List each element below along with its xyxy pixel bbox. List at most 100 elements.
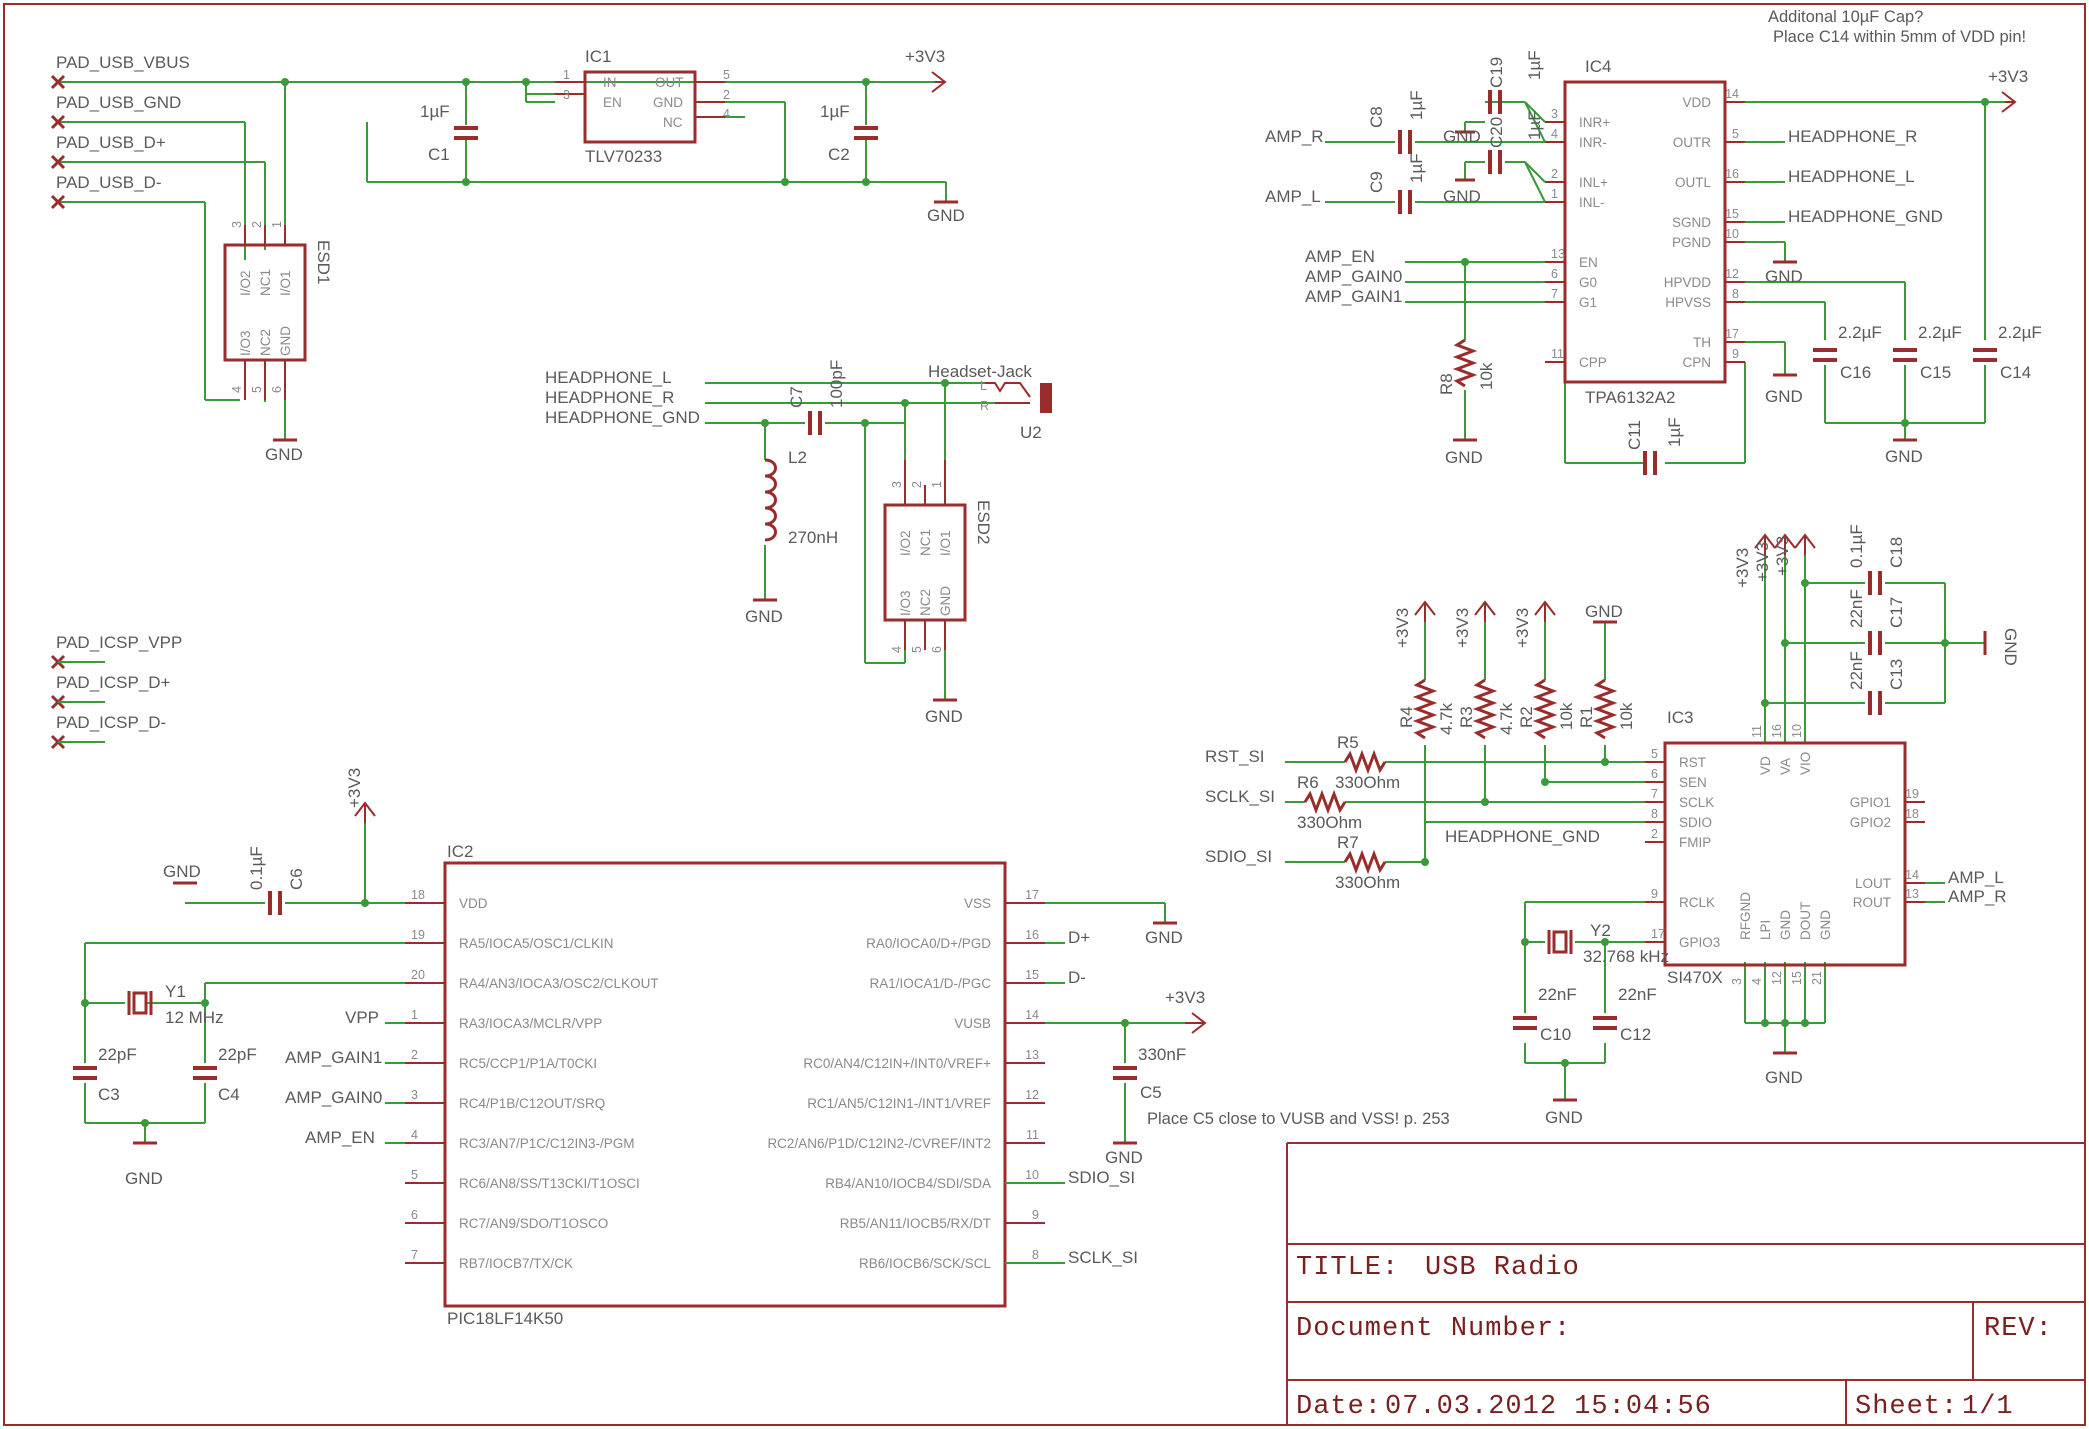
esd1-pin-gnd: GND [278, 326, 293, 356]
c6-symbol [268, 891, 282, 915]
ic4-left-pin-1-number: 4 [1551, 127, 1558, 141]
ic3-top-pin-0-label: VD [1758, 756, 1773, 775]
ic3-left-pin-2-number: 7 [1651, 787, 1658, 801]
c19-name: C19 [1487, 57, 1506, 88]
ic3-name: IC3 [1667, 708, 1693, 727]
ic4-name: IC4 [1585, 57, 1611, 76]
ic3-bottom-pin-4-number: 21 [1810, 971, 1824, 985]
net-sclk-si: SCLK_SI [1205, 787, 1275, 806]
c1-name: C1 [428, 145, 450, 164]
c14-name: C14 [2000, 363, 2031, 382]
ic4-left-pin-0-label: INR+ [1579, 115, 1610, 130]
ic3-bottom-pin-2-label: GND [1778, 910, 1793, 940]
v33-label-vusb: +3V3 [1165, 988, 1205, 1007]
net-dminus: D- [1068, 968, 1086, 987]
ic2-left-pin-1-number: 19 [411, 928, 425, 942]
esd2-symbol: I/O2 NC1 I/O1 I/O3 NC2 GND 3 2 1 4 5 6 E… [883, 460, 993, 653]
net-amp-r-si: AMP_R [1948, 887, 2007, 906]
ic4-left-pin-5-number: 6 [1551, 267, 1558, 281]
ic3-left-pin-3-number: 8 [1651, 807, 1658, 821]
l2-symbol [764, 458, 777, 542]
ic3-bottom-pin-1-label: LPI [1758, 920, 1773, 940]
esd2-num-4: 4 [890, 646, 904, 653]
gnd-label-c15: GND [1885, 447, 1923, 466]
sheet-label: Sheet: [1855, 1392, 1958, 1422]
ic4-left-pin-6-number: 7 [1551, 287, 1558, 301]
ic1-num-1: 1 [563, 68, 570, 82]
r8-symbol [1452, 338, 1478, 388]
r5-name: R5 [1337, 733, 1359, 752]
ic1-pin-nc: NC [663, 115, 683, 130]
r8-value: 10k [1477, 362, 1496, 390]
pad-icsp-dminus: PAD_ICSP_D- [56, 713, 166, 732]
ic2-right-pin-1-label: RA0/IOCA0/D+/PGD [866, 936, 991, 951]
l2-value: 270nH [788, 528, 838, 547]
esd2-num-6: 6 [930, 646, 944, 653]
esd1-name: ESD1 [314, 240, 333, 284]
ic3-pins: RST5SEN6SCLK7SDIO8FMIP2RCLK9GPIO317GPIO1… [1645, 724, 1925, 985]
ic2-right-pin-5-label: RC1/AN5/C12IN1-/INT1/VREF [807, 1096, 991, 1111]
c11-name: C11 [1625, 420, 1644, 450]
ic3-left-pin-5-label: RCLK [1679, 895, 1715, 910]
ic4-right-pin-4-number: 10 [1725, 227, 1739, 241]
c7-symbol [808, 411, 822, 435]
ic4-right-pin-7-number: 17 [1725, 327, 1739, 341]
ic2-value: PIC18LF14K50 [447, 1309, 563, 1328]
net-amp-gain0-pic: AMP_GAIN0 [285, 1088, 382, 1107]
sheet-value: 1/1 [1962, 1392, 2014, 1422]
ic1-num-3: 3 [563, 88, 570, 102]
ic2-right-pin-6-number: 11 [1026, 1128, 1039, 1142]
ic2-left-pin-6-label: RC3/AN7/P1C/C12IN3-/PGM [459, 1136, 635, 1151]
l2-name: L2 [788, 448, 807, 467]
ic2-left-pin-3-label: RA3/IOCA3/MCLR/VPP [459, 1016, 602, 1031]
pad-usb-dminus: PAD_USB_D- [56, 173, 162, 192]
ic4-left-pin-2-number: 2 [1551, 167, 1558, 181]
v33-label-tpa: +3V3 [1988, 67, 2028, 86]
c20-name: C20 [1487, 117, 1506, 148]
c3-value: 22pF [98, 1045, 137, 1064]
ic1-num-4: 4 [723, 107, 730, 121]
ic3-bottom-pin-3-label: DOUT [1798, 902, 1813, 940]
c15-name: C15 [1920, 363, 1951, 382]
c16-value: 2.2µF [1838, 323, 1882, 342]
ic3-bottom-pin-0-number: 3 [1730, 978, 1744, 985]
title-value: USB Radio [1425, 1253, 1580, 1283]
r7-name: R7 [1337, 833, 1359, 852]
ic2-left-pin-5-label: RC4/P1B/C12OUT/SRQ [459, 1096, 605, 1111]
v33-label-va: +3V3 [1753, 542, 1772, 582]
gnd-label-c20: GND [1443, 187, 1481, 206]
ic3-left-pin-4-number: 2 [1651, 827, 1658, 841]
ic3-top-pin-1-label: VA [1778, 758, 1793, 775]
ic4-right-pin-6-label: HPVSS [1665, 295, 1711, 310]
ic2-left-pin-7-number: 5 [411, 1168, 418, 1182]
u2-pin-r: R [980, 399, 989, 413]
ic2-left-pin-9-label: RB7/IOCB7/TX/CK [459, 1256, 573, 1271]
c2-name: C2 [828, 145, 850, 164]
date-value: 07.03.2012 15:04:56 [1385, 1392, 1712, 1422]
ic2-left-pin-1-label: RA5/IOCA5/OSC1/CLKIN [459, 936, 614, 951]
c7-name: C7 [787, 386, 806, 408]
rev-label: REV: [1984, 1314, 2053, 1344]
c11-value: 1µF [1665, 417, 1684, 447]
ic3-right-pin-2-number: 14 [1905, 868, 1919, 882]
c10-value: 22nF [1538, 985, 1577, 1004]
ic4-value: TPA6132A2 [1585, 388, 1675, 407]
ic4-left-pin-3-number: 1 [1551, 187, 1558, 201]
r1-value: 10k [1617, 702, 1636, 730]
r1-name: R1 [1577, 706, 1596, 728]
ic3-right-pin-0-label: GPIO1 [1850, 795, 1891, 810]
ic2-left-pin-0-label: VDD [459, 896, 488, 911]
ic2-right-pin-8-number: 9 [1032, 1208, 1039, 1222]
ic2-right-pin-7-number: 10 [1025, 1168, 1039, 1182]
sheet-frame [3, 3, 2086, 1426]
pad-usb-vbus: PAD_USB_VBUS [56, 53, 190, 72]
esd2-pin-gnd: GND [938, 586, 953, 616]
r6-value: 330Ohm [1297, 813, 1362, 832]
ic3-bottom-pin-0-label: RFGND [1738, 892, 1753, 940]
ic4-right-pin-2-number: 16 [1725, 167, 1739, 181]
pad-icsp-vpp: PAD_ICSP_VPP [56, 633, 182, 652]
y1-name: Y1 [165, 982, 186, 1001]
c4-value: 22pF [218, 1045, 257, 1064]
c8-value: 1µF [1407, 90, 1426, 120]
esd1-num-1: 1 [270, 221, 284, 228]
